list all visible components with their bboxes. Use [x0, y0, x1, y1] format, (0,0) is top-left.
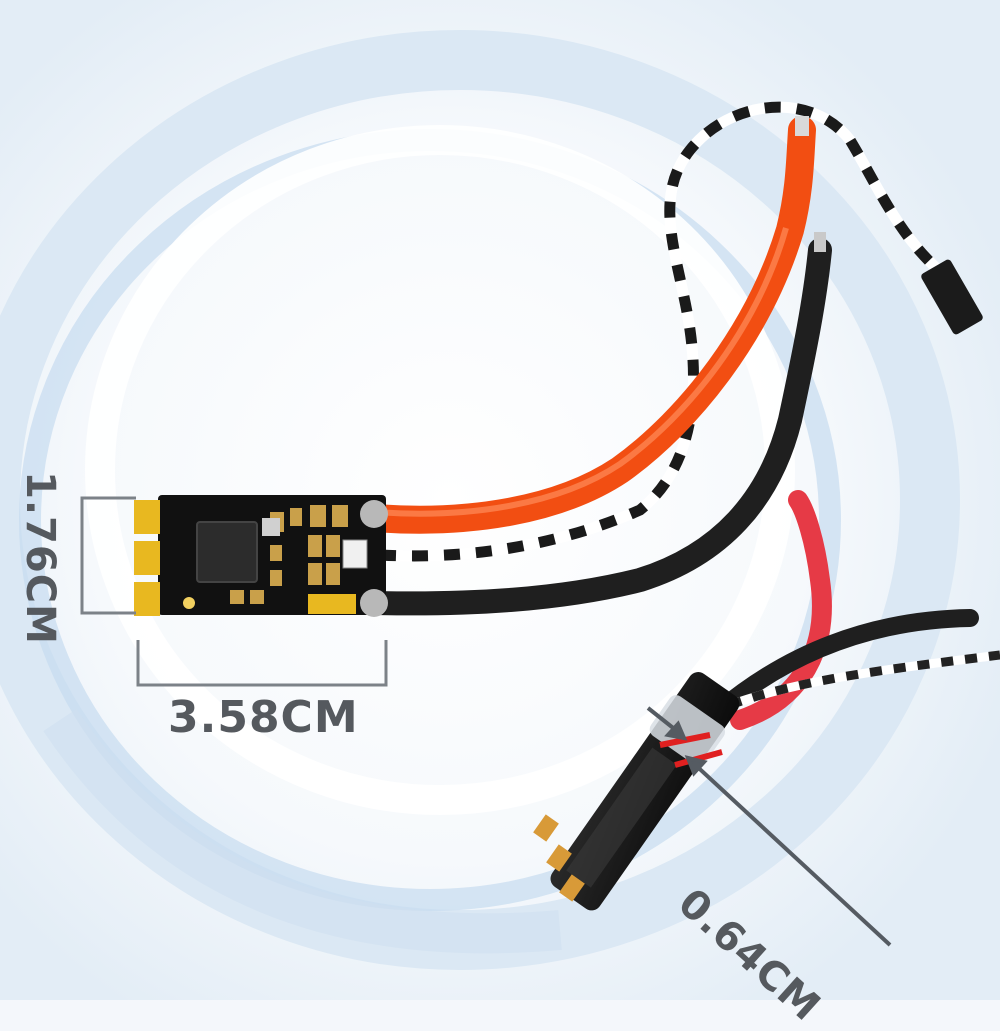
side-black-wire — [711, 609, 979, 719]
red-power-wire — [361, 116, 816, 534]
esc-side-view — [533, 490, 1000, 947]
solder-joint-red — [360, 500, 388, 528]
dimension-lines-top — [80, 496, 388, 687]
black-power-wire — [363, 238, 832, 616]
side-red-wire — [730, 490, 832, 730]
height-dimension-line — [646, 706, 892, 947]
capacitor — [342, 539, 368, 569]
blue-ring — [0, 30, 960, 970]
length-dimension-label: 3.58CM — [168, 692, 359, 743]
motor-pad-2 — [134, 541, 160, 575]
solder-joint-black — [360, 589, 388, 617]
signal-connector — [921, 259, 983, 335]
side-pads — [533, 814, 585, 902]
motor-pad-1 — [134, 500, 160, 534]
width-dimension-label: 1.76CM — [17, 471, 63, 645]
black-wire-tip — [814, 232, 826, 252]
photo-scene — [0, 0, 1000, 1000]
mcu-chip — [196, 521, 258, 583]
chip-small — [262, 518, 280, 536]
red-wire-tip — [795, 116, 809, 136]
esc-board-top — [134, 101, 983, 617]
led — [183, 597, 195, 609]
motor-pad-3 — [134, 582, 160, 616]
power-pad — [308, 594, 356, 614]
side-esc-heatshrink — [649, 695, 726, 767]
signal-wire-twisted — [379, 101, 954, 562]
